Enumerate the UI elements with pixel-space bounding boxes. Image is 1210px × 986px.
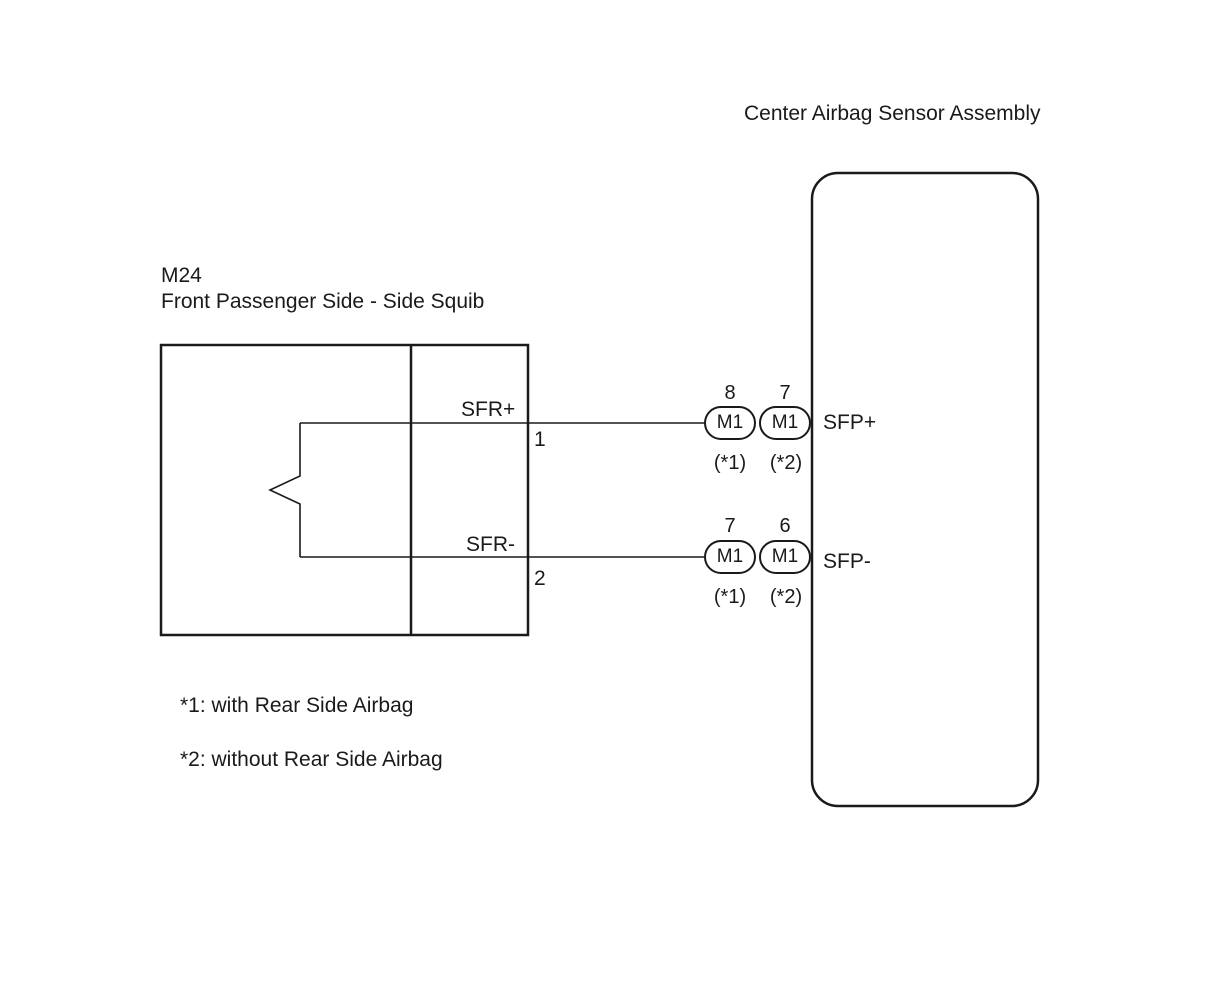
- connector-variant: (*1): [713, 452, 747, 474]
- sensor-assembly-box: [810, 171, 1040, 808]
- connector-pin-number: 7: [779, 382, 791, 404]
- squib-element: [268, 423, 301, 557]
- connector-pin-number: 8: [724, 382, 736, 404]
- squib-code: M24: [161, 264, 202, 287]
- connector-m1: M1: [704, 540, 756, 574]
- signal-sfp-minus: SFP-: [823, 550, 871, 573]
- terminal-pin-1: 1: [534, 428, 546, 451]
- connector-m1: M1: [759, 406, 811, 440]
- footnote-2: *2: without Rear Side Airbag: [180, 748, 443, 771]
- squib-box: [159, 343, 530, 637]
- squib-title: Front Passenger Side - Side Squib: [161, 290, 485, 313]
- footnote-1: *1: with Rear Side Airbag: [180, 694, 414, 717]
- assembly-title: Center Airbag Sensor Assembly: [744, 102, 1041, 125]
- connector-variant: (*2): [769, 586, 803, 608]
- connector-pin-number: 6: [779, 515, 791, 537]
- connector-m1: M1: [759, 540, 811, 574]
- connector-variant: (*2): [769, 452, 803, 474]
- connector-pin-number: 7: [724, 515, 736, 537]
- signal-sfp-plus: SFP+: [823, 411, 877, 434]
- terminal-name-sfr-minus: SFR-: [466, 533, 515, 556]
- connector-m1: M1: [704, 406, 756, 440]
- terminal-pin-2: 2: [534, 567, 546, 590]
- connector-variant: (*1): [713, 586, 747, 608]
- terminal-name-sfr-plus: SFR+: [461, 398, 516, 421]
